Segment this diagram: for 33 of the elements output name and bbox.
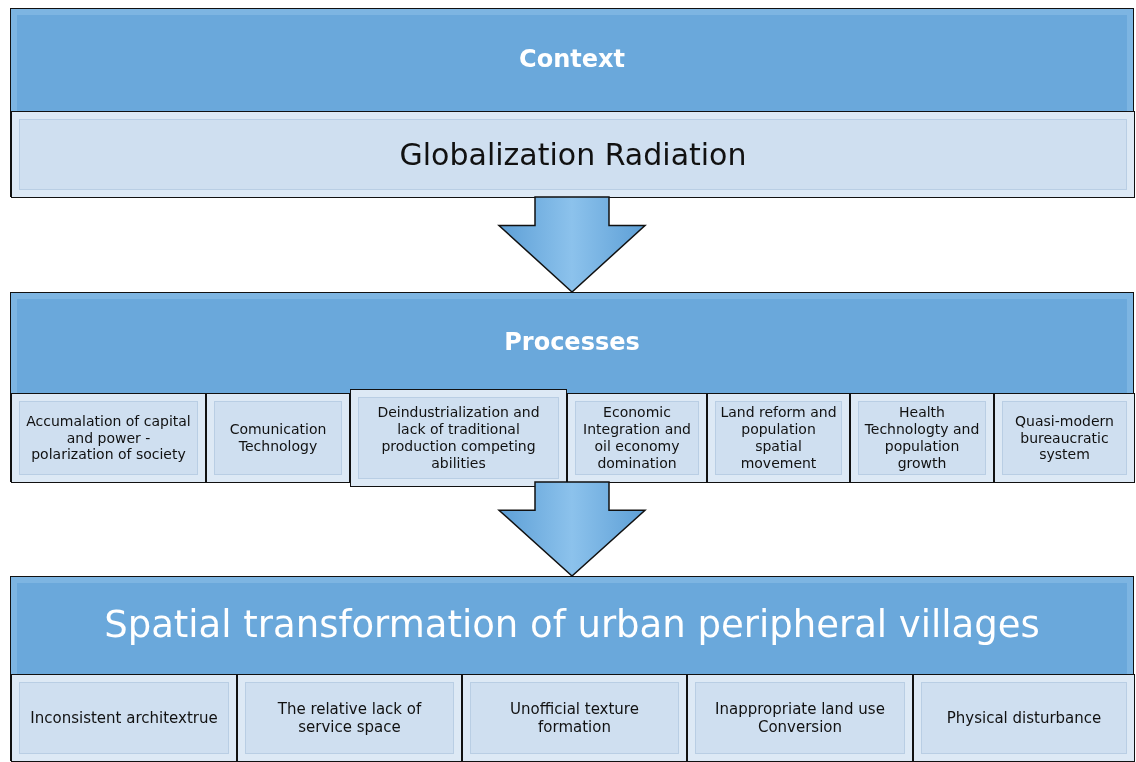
factor-label: Comunication Technology xyxy=(228,421,328,455)
factor-box xyxy=(994,393,1135,483)
section-title: Context xyxy=(518,45,626,74)
factor-box xyxy=(462,674,687,762)
section-title: Processes xyxy=(503,328,641,357)
factor-box xyxy=(707,393,850,483)
factor-label: Land reform and population spatial movement xyxy=(720,404,837,472)
factor-label: Health Technologty and population growth xyxy=(863,404,981,472)
block-arrow xyxy=(497,196,647,293)
factor-label: Accumalation of capital and power - polarization of society xyxy=(25,412,192,464)
factor-label: Physical disturbance xyxy=(946,709,1102,727)
factor-label: Deindustrialization and lack of traditional production competing abilities xyxy=(376,404,541,472)
factor-box xyxy=(11,674,237,762)
block-arrow xyxy=(497,481,647,577)
factor-box xyxy=(11,393,206,483)
factor-label: The relative lack of service space xyxy=(276,700,423,736)
section-bar xyxy=(11,111,1135,198)
context-label: Globalization Radiation xyxy=(399,136,747,173)
factor-label: Unofficial texture formation xyxy=(509,700,640,736)
section-header-band xyxy=(10,576,1134,761)
factor-box xyxy=(237,674,462,762)
factor-box xyxy=(913,674,1135,762)
factor-box xyxy=(206,393,350,483)
factor-label: Economic Integration and oil economy domination xyxy=(582,404,692,472)
factor-box xyxy=(850,393,994,483)
section-header-band xyxy=(10,8,1134,197)
factor-label: Inconsistent architextrue xyxy=(30,709,218,727)
factor-box xyxy=(350,389,567,487)
factor-label: Quasi-modern bureaucratic system xyxy=(1014,412,1115,464)
factor-box xyxy=(687,674,913,762)
section-title: Spatial transformation of urban peripheral villages xyxy=(103,603,1041,647)
factor-box xyxy=(567,393,707,483)
factor-label: Inappropriate land use Conversion xyxy=(714,700,886,736)
